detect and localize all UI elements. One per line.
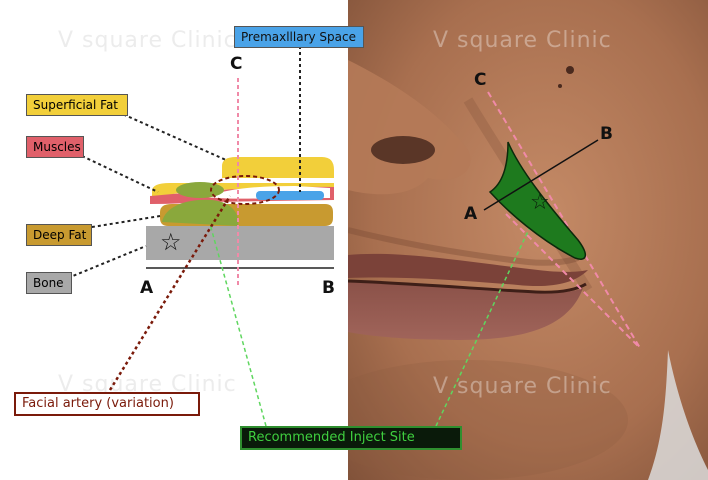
background-edge xyxy=(648,350,708,480)
artery-circle xyxy=(210,175,280,205)
skin-area xyxy=(348,0,708,480)
inject-blob-lower xyxy=(162,199,239,226)
lower-lip xyxy=(348,280,583,340)
label-facial-artery: Facial artery (variation) xyxy=(14,392,200,416)
philtrum-shadow xyxy=(348,227,580,266)
bone-layer xyxy=(146,226,334,260)
photo-inject-area xyxy=(488,141,586,260)
star-icon: ☆ xyxy=(160,228,182,256)
label-premaxillary-space: Premaxlllary Space xyxy=(234,26,364,48)
superficial-fat-layer xyxy=(222,157,334,178)
inject-blob-upper xyxy=(176,182,224,198)
axis-label-c: C xyxy=(230,54,243,74)
nostril xyxy=(371,136,435,164)
photo-label-c: C xyxy=(474,70,487,90)
photo-label-a: A xyxy=(464,204,478,224)
watermark-top-right: V square Clinic xyxy=(433,28,612,53)
photo-ab-line xyxy=(483,139,599,211)
axis-label-b: B xyxy=(322,278,335,298)
lip-line xyxy=(348,279,587,294)
leader-superficial-fat xyxy=(117,111,227,161)
leader-muscles xyxy=(81,155,159,193)
label-muscles: Muscles xyxy=(26,136,84,158)
leader-deep-fat xyxy=(85,215,161,229)
axis-label-a: A xyxy=(140,278,154,298)
photo-c-line xyxy=(487,91,641,349)
leader-facial-artery xyxy=(108,195,232,391)
photo-label-b: B xyxy=(600,124,613,144)
watermark-bottom-right: V square Clinic xyxy=(433,374,612,399)
mole xyxy=(558,84,562,88)
leader-inject-right xyxy=(435,205,541,427)
label-bone: Bone xyxy=(26,272,72,294)
nose xyxy=(348,60,471,195)
watermark-top-left: V square Clinic xyxy=(58,28,237,53)
label-recommended-inject-site: Recommended Inject Site xyxy=(240,426,462,450)
star-icon: ☆ xyxy=(530,190,550,215)
face-photo-illustration xyxy=(348,0,708,480)
leader-bone xyxy=(67,245,147,279)
premaxillary-space xyxy=(256,191,324,200)
face-photo xyxy=(348,0,708,480)
label-superficial-fat: Superficial Fat xyxy=(26,94,128,116)
photo-lower-line xyxy=(505,213,641,349)
upper-lip xyxy=(348,253,588,287)
label-deep-fat: Deep Fat xyxy=(26,224,92,246)
mole xyxy=(566,66,574,74)
